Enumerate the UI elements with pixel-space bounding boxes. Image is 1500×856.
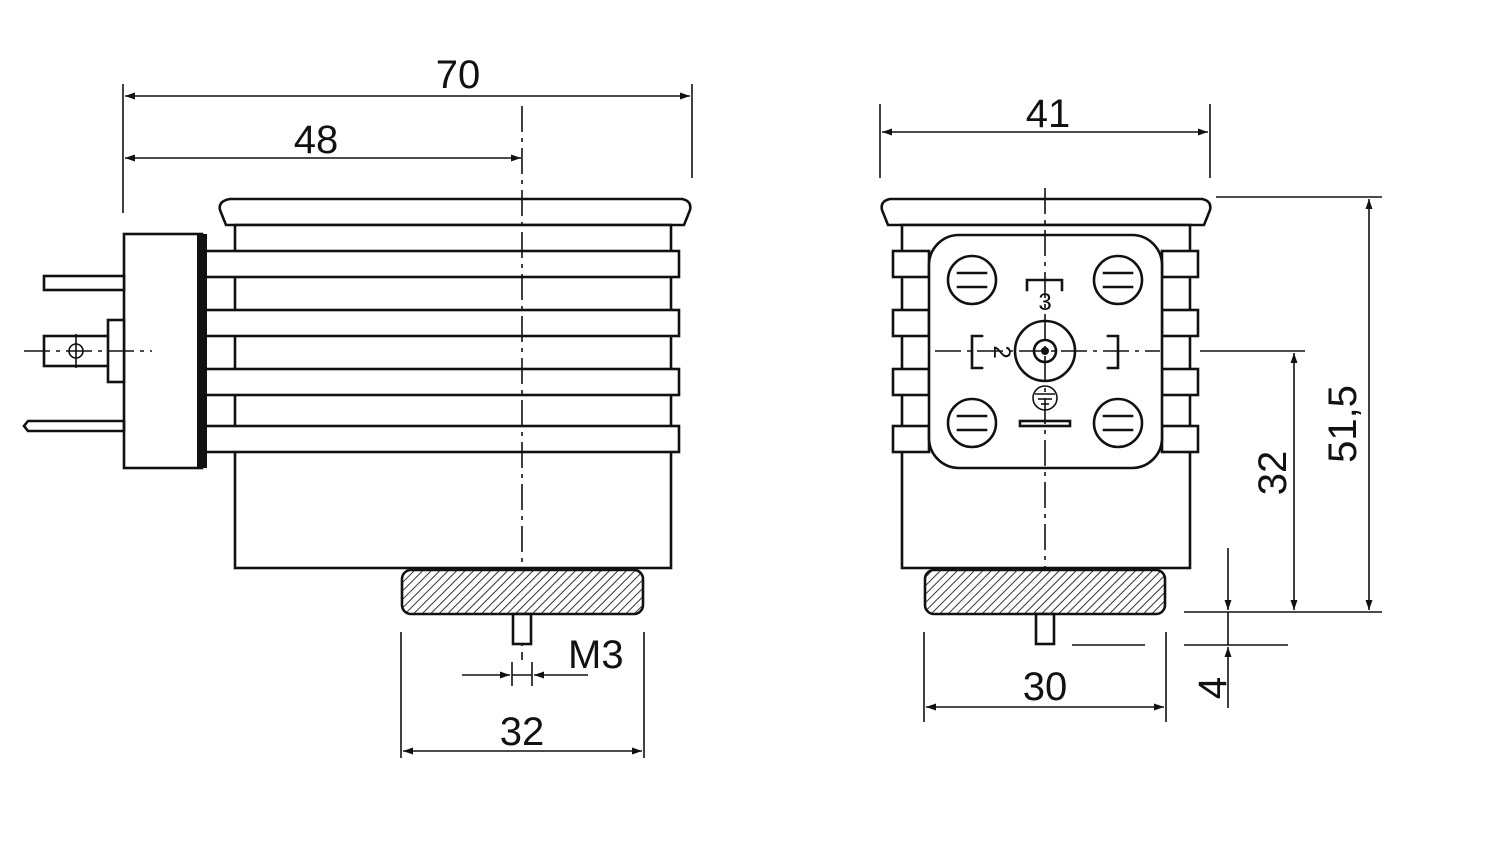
screw-icon-bottom-right bbox=[1092, 397, 1144, 449]
front-fins-right bbox=[1160, 249, 1200, 454]
connector-pins bbox=[22, 274, 126, 433]
front-knurled-nut bbox=[923, 568, 1167, 616]
screw-icon-top-right bbox=[1092, 254, 1144, 306]
dim-label-32-front: 32 bbox=[1251, 451, 1295, 496]
dim-label-30: 30 bbox=[1023, 665, 1068, 709]
connector-plate bbox=[122, 232, 204, 470]
screw-icon-top-left bbox=[946, 254, 998, 306]
cooling-fins bbox=[198, 249, 681, 454]
coil-top-cap bbox=[218, 197, 692, 227]
front-top-cap bbox=[880, 197, 1212, 227]
pin-3-label: 3 bbox=[1038, 289, 1051, 316]
knurled-nut bbox=[400, 568, 645, 616]
front-threaded-stud bbox=[1034, 612, 1056, 646]
threaded-stud bbox=[511, 612, 533, 646]
pin-center-marker bbox=[68, 343, 84, 359]
dim-label-41: 41 bbox=[1026, 92, 1071, 136]
dim-label-70: 70 bbox=[436, 53, 481, 97]
side-view: 70 48 bbox=[22, 53, 693, 758]
pin-1-contact bbox=[1106, 334, 1120, 370]
dim-label-51-5: 51,5 bbox=[1321, 385, 1365, 463]
pin-2-label: 2 bbox=[988, 345, 1015, 358]
coil-body bbox=[233, 223, 673, 570]
front-view: 41 bbox=[879, 92, 1382, 722]
screw-icon-bottom-left bbox=[946, 397, 998, 449]
connector-seal bbox=[197, 234, 207, 468]
dim-label-4: 4 bbox=[1191, 677, 1235, 699]
dim-label-32-side: 32 bbox=[500, 710, 545, 754]
thread-label: M3 bbox=[568, 633, 624, 677]
pin-2-contact bbox=[970, 334, 984, 370]
dim-label-48: 48 bbox=[294, 118, 339, 162]
